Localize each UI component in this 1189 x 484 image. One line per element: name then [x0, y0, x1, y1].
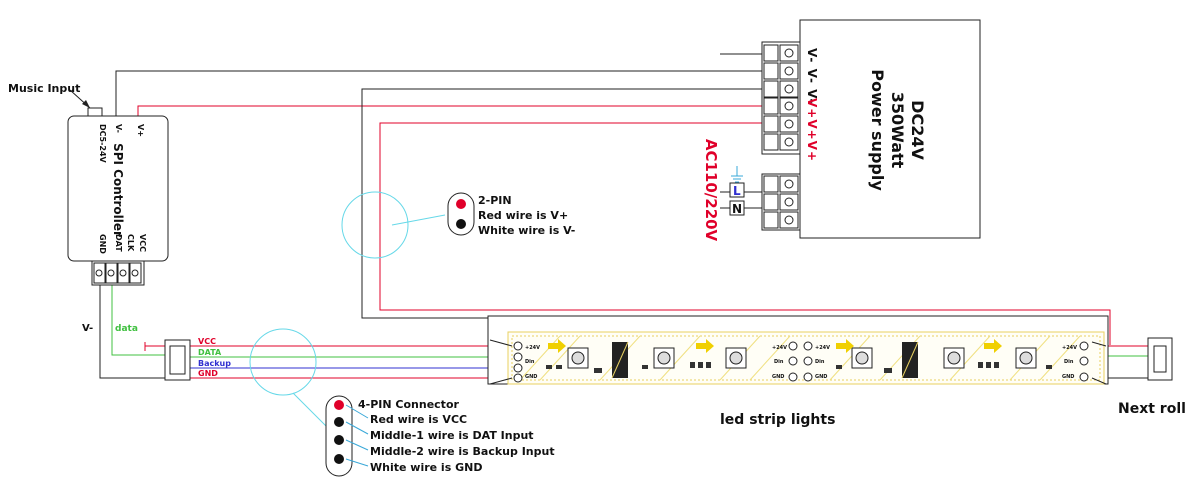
controller-v-minus: V- [114, 124, 123, 133]
pad-din-right: Din [1064, 359, 1074, 365]
next-roll-label: Next roll [1118, 401, 1186, 417]
psu-terminals-plus: V+V+V+ [805, 98, 819, 162]
four-pin-middle1: Middle-1 wire is DAT Input [370, 429, 534, 442]
pad-gnd-mid: GND [772, 374, 784, 380]
controller-v-plus: V+ [136, 124, 145, 137]
pad-gnd-mid2: GND [815, 374, 827, 380]
pad-gnd-right: GND [1062, 374, 1074, 380]
pad-din-mid2: Din [815, 359, 825, 365]
psu-terminals-minus: V- V- V- [805, 48, 819, 105]
four-pin-title: 4-PIN Connector [358, 398, 459, 411]
psu-line3: Power supply [868, 69, 887, 191]
controller-pin-gnd: GND [98, 234, 107, 254]
controller-pin-dat: DAT [114, 234, 123, 252]
four-pin-red: Red wire is VCC [370, 413, 467, 426]
two-pin-title: 2-PIN [478, 194, 512, 207]
arrow-icon [548, 339, 1002, 353]
wire-strip-v-minus [361, 88, 778, 319]
pad-din-left: Din [525, 359, 535, 365]
four-pin-note: 4-PIN Connector Red wire is VCC Middle-1… [325, 395, 555, 477]
psu-line1: DC24V [908, 100, 927, 160]
two-pin-note: 2-PIN Red wire is V+ White wire is V- [447, 192, 575, 237]
pad-gnd-left: GND [525, 374, 537, 380]
pad-din-mid: Din [774, 359, 784, 365]
ground-icon [731, 166, 743, 183]
pad-plus24-mid2: +24V [815, 345, 830, 351]
wire-strip-v-plus [379, 122, 1111, 345]
controller-voltage: DC5-24V [98, 124, 107, 164]
label-gnd: GND [198, 369, 218, 378]
led-chip [567, 347, 1037, 369]
controller-pin-clk: CLK [126, 234, 135, 252]
power-supply: V- V- V- V+V+V+ DC24V 350Watt Power supp… [702, 19, 981, 242]
psu-line2: 350Watt [888, 92, 907, 169]
four-pin-white: White wire is GND [370, 461, 482, 474]
label-data-caps: DATA [198, 348, 222, 357]
label-backup: Backup [198, 359, 231, 368]
zoom-circle-2pin [341, 191, 409, 259]
controller-name: SPI Controller [111, 143, 125, 237]
terminal-l-label: L [733, 184, 741, 198]
led-strip: +24V Din GND +24V Din GND +24V Din GND +… [487, 315, 1109, 385]
controller-terminal-block [91, 260, 145, 286]
pad-plus24-left: +24V [525, 345, 540, 351]
label-data: data [115, 324, 138, 334]
label-vcc: VCC [198, 337, 216, 346]
ic-chip [611, 341, 919, 379]
wire-controller-v-plus [137, 105, 778, 116]
strip-label: led strip lights [720, 412, 835, 428]
four-pin-middle2: Middle-2 wire is Backup Input [370, 445, 555, 458]
next-roll-connector [1147, 337, 1173, 381]
pad-plus24-right: +24V [1062, 345, 1077, 351]
controller-pin-vcc: VCC [138, 234, 147, 252]
terminal-n-label: N [732, 202, 742, 216]
two-pin-white: White wire is V- [478, 224, 575, 237]
ac-voltage-label: AC110/220V [702, 139, 720, 242]
wire-controller-v-minus [115, 70, 778, 116]
pad-plus24-mid: +24V [772, 345, 787, 351]
spi-controller: Music Input SPI Controller V+ V- DC5-24V… [8, 82, 169, 286]
wire-controller-gnd-out [99, 285, 165, 379]
two-pin-red: Red wire is V+ [478, 209, 568, 222]
music-input-label: Music Input [8, 82, 80, 95]
four-pin-connector [164, 339, 191, 381]
zoom-circle-4pin [249, 328, 317, 396]
label-v-minus: V- [82, 323, 93, 334]
wire-controller-data [111, 285, 165, 356]
